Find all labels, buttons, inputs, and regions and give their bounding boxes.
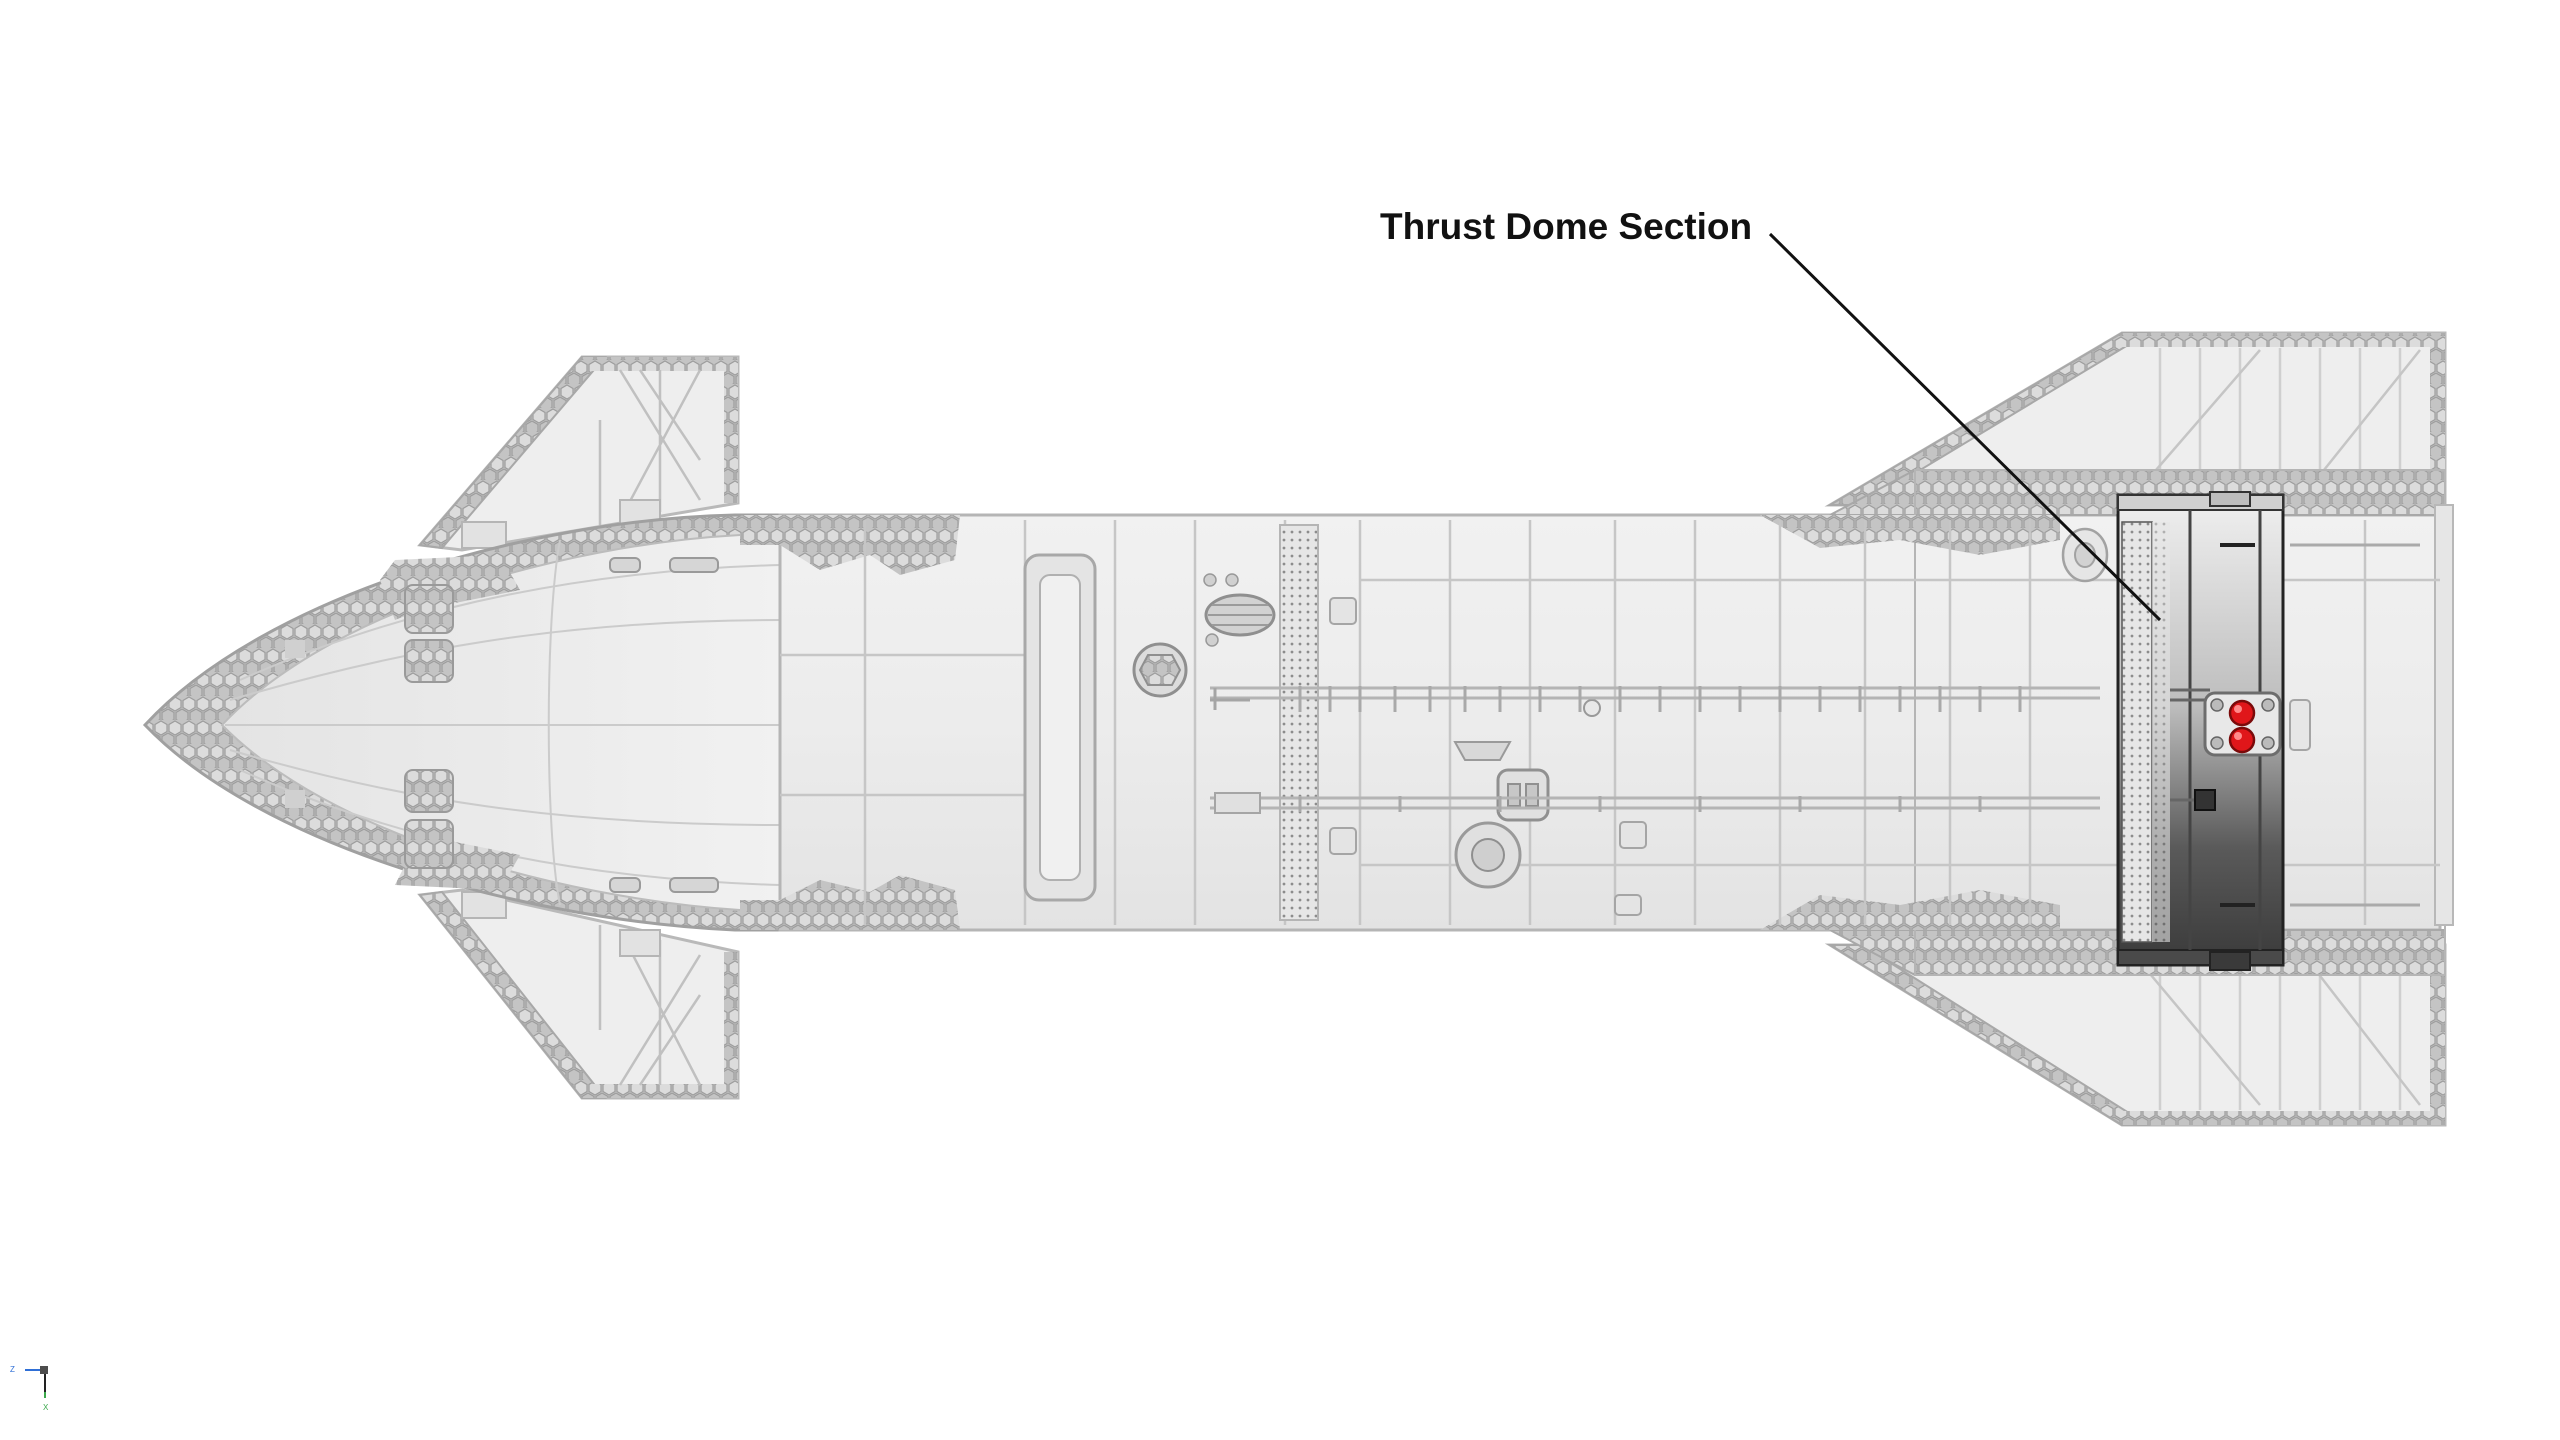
triad-z-label: Z bbox=[10, 1365, 15, 1374]
mid-hull-details bbox=[1023, 524, 2100, 921]
forward-hull-details bbox=[285, 557, 719, 893]
aft-flap-top bbox=[1824, 331, 2447, 507]
forward-flap-top bbox=[417, 355, 740, 552]
callout-leader-line bbox=[1768, 232, 2162, 622]
valve-indicator-upper bbox=[2228, 699, 2256, 727]
forward-flap-bottom bbox=[417, 888, 740, 1100]
thrust-dome-section bbox=[2061, 491, 2420, 971]
valve-indicator-lower bbox=[2228, 726, 2256, 754]
triad-x-label: X bbox=[43, 1403, 49, 1412]
thrust-dome-section-label: Thrust Dome Section bbox=[1380, 206, 1753, 247]
view-orientation-triad: Z X bbox=[10, 1365, 49, 1412]
